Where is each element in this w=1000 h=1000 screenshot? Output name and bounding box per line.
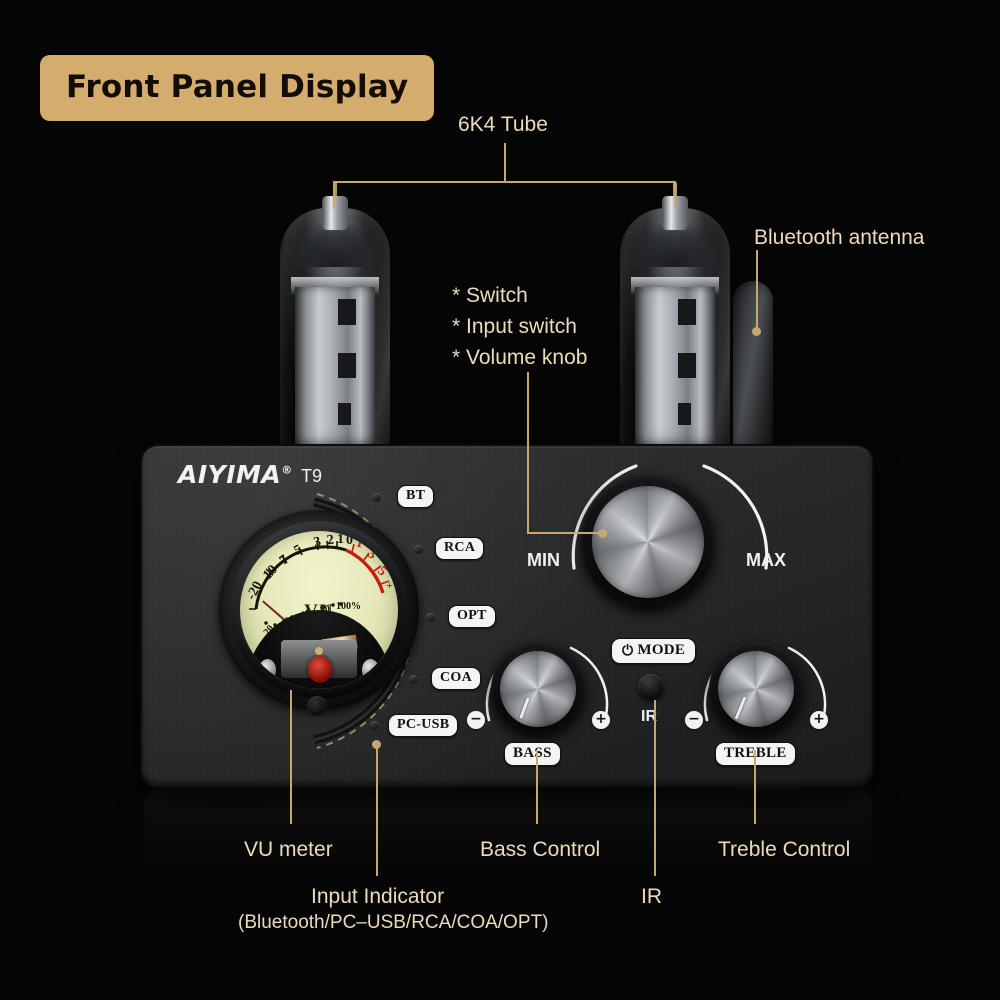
antenna-leader-dot xyxy=(752,327,761,336)
bluetooth-antenna[interactable] xyxy=(733,281,773,456)
vu-scale-percent: 20 40 60 80 100% xyxy=(240,531,398,689)
chassis-foot-left xyxy=(205,782,267,808)
input-led-rca xyxy=(414,545,423,554)
treble-leader xyxy=(754,750,756,824)
callout-switch-1: * Input switch xyxy=(452,315,577,338)
mode-button[interactable]: ⏻ MODE xyxy=(611,638,697,664)
amplifier-front-panel: AIYIMA® T9 xyxy=(142,446,872,786)
tube-left-plate-slot xyxy=(338,403,351,426)
vu-screw-left xyxy=(258,659,277,682)
vu-tick-red-plus: + xyxy=(386,578,393,592)
tube-bracket-left xyxy=(333,181,335,209)
volume-min-label: MIN xyxy=(527,550,560,570)
brand-logo: AIYIMA® xyxy=(178,460,293,489)
volume-knob-cap[interactable] xyxy=(592,486,704,598)
switch-leader-vertical xyxy=(527,372,529,534)
vu-pct-100: 100% xyxy=(336,601,361,612)
bass-knob[interactable] xyxy=(491,642,585,736)
input-indicator-leader xyxy=(376,744,378,876)
tube-right-plate xyxy=(635,286,715,445)
callout-input-indicator: Input Indicator xyxy=(311,885,445,908)
input-indicator-bt[interactable]: BT xyxy=(397,485,435,508)
input-led-bt xyxy=(372,493,381,502)
bass-plus-icon: + xyxy=(592,711,610,729)
treble-knob-cap[interactable] xyxy=(718,651,794,727)
callout-ir: IR xyxy=(641,885,662,908)
panel-screw xyxy=(307,696,327,716)
bass-minus-icon: − xyxy=(467,711,485,729)
tube-leader-vertical xyxy=(504,143,506,183)
tube-right-glass xyxy=(620,208,730,454)
bass-knob-cap[interactable] xyxy=(500,651,576,727)
switch-leader-dot xyxy=(598,529,607,538)
bass-label: BASS xyxy=(504,742,561,766)
callout-switch-2: * Volume knob xyxy=(452,346,588,369)
tube-left-getter xyxy=(293,222,377,268)
tube-bracket-right xyxy=(674,181,676,209)
callout-input-indicator-sub: (Bluetooth/PC–USB/RCA/COA/OPT) xyxy=(238,912,549,933)
vu-scale-svg xyxy=(249,540,390,627)
vu-screw-right xyxy=(361,659,380,682)
treble-knob-pointer xyxy=(734,696,747,720)
callout-vu-meter: VU meter xyxy=(244,838,333,861)
callout-treble-control: Treble Control xyxy=(718,838,851,861)
input-led-opt xyxy=(426,613,435,622)
callout-antenna-label: Bluetooth antenna xyxy=(754,226,925,249)
callout-tube-label: 6K4 Tube xyxy=(458,113,548,136)
tube-right-getter xyxy=(633,222,717,268)
vu-meter-face: -20 10 7 5 3 2 1 0 1 3 5 + xyxy=(240,531,398,689)
vacuum-tube-left xyxy=(280,182,390,460)
switch-leader-horizontal xyxy=(527,532,602,534)
input-led-coa xyxy=(409,675,418,684)
tube-left-glass xyxy=(280,208,390,454)
vu-meter-leader xyxy=(290,690,292,824)
power-icon: ⏻ xyxy=(622,642,634,659)
treble-minus-icon: − xyxy=(685,711,703,729)
vu-tick-1: 1 xyxy=(337,532,344,547)
title-banner: Front Panel Display xyxy=(40,55,435,121)
ir-leader xyxy=(654,700,656,876)
brand-name: AIYIMA xyxy=(178,460,282,489)
input-led-pcusb xyxy=(370,721,379,730)
bass-leader xyxy=(536,750,538,824)
vu-scale-red: 1 3 5 + xyxy=(240,531,398,689)
volume-knob[interactable] xyxy=(581,475,715,609)
ir-label: IR xyxy=(641,708,657,725)
input-indicator-leader-dot xyxy=(372,740,381,749)
brand-registered-mark: ® xyxy=(281,463,293,477)
callout-switch-0: * Switch xyxy=(452,284,528,307)
vu-needle-pivot xyxy=(315,647,323,656)
tube-bracket-horizontal xyxy=(333,181,676,183)
treble-knob[interactable] xyxy=(709,642,803,736)
vu-tick-0: 0 xyxy=(346,533,353,548)
volume-max-label: MAX xyxy=(746,550,786,570)
mode-label: MODE xyxy=(637,642,686,658)
title-banner-label: Front Panel Display xyxy=(66,69,409,105)
input-indicator-rca[interactable]: RCA xyxy=(435,537,485,560)
model-label: T9 xyxy=(301,466,323,486)
input-indicator-coa[interactable]: COA xyxy=(431,667,482,690)
vu-magnet-core xyxy=(307,655,332,683)
vu-scale-black: -20 10 7 5 3 2 1 0 xyxy=(240,531,398,689)
chassis-reflection xyxy=(144,788,872,908)
ir-sensor xyxy=(638,674,664,700)
callout-bass-control: Bass Control xyxy=(480,838,601,861)
tube-right-plate-slot xyxy=(678,403,691,426)
antenna-leader xyxy=(756,250,758,328)
volume-arc-indicators xyxy=(571,464,769,570)
vacuum-tube-right xyxy=(620,182,730,460)
bass-knob-pointer xyxy=(519,697,530,719)
input-indicator-pcusb[interactable]: PC-USB xyxy=(388,714,459,737)
tube-left-plate xyxy=(295,286,375,445)
input-indicator-opt[interactable]: OPT xyxy=(448,605,496,628)
vu-meter: -20 10 7 5 3 2 1 0 1 3 5 + xyxy=(219,510,419,710)
treble-plus-icon: + xyxy=(810,711,828,729)
chassis-foot-right xyxy=(738,782,800,808)
